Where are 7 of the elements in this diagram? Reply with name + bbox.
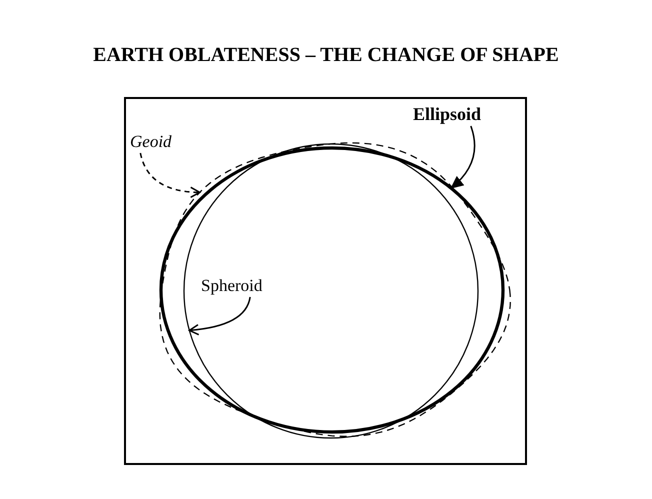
- leader-arrow: [188, 296, 251, 336]
- spheroid-label: Spheroid: [201, 276, 262, 296]
- geoid-label: Geoid: [130, 132, 172, 152]
- leader-arrow: [140, 152, 200, 198]
- leader-arrow: [450, 126, 476, 189]
- title: EARTH OBLATENESS – THE CHANGE OF SHAPE: [92, 44, 560, 67]
- ellipsoid-label: Ellipsoid: [413, 104, 482, 125]
